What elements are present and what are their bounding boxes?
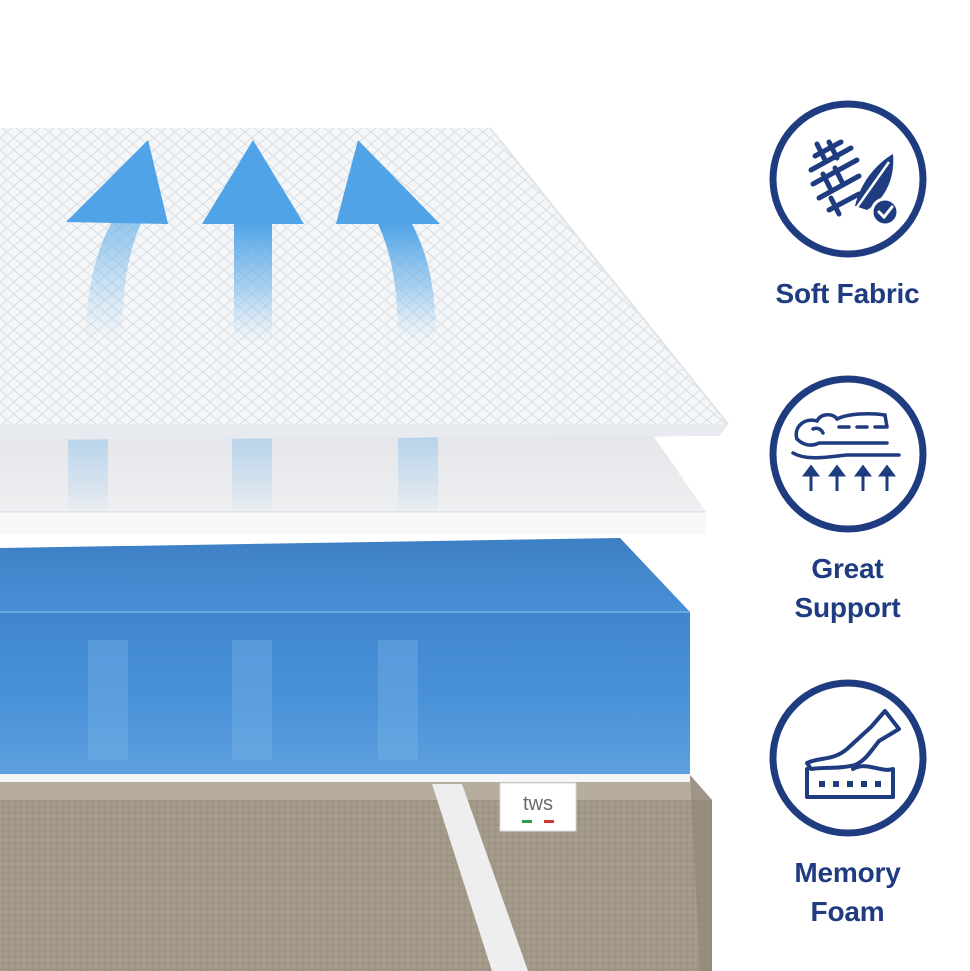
feature-memory-foam: Memory Foam: [750, 677, 945, 931]
hand-foam-icon: [769, 679, 926, 837]
quilted-cover-layer: [0, 127, 729, 440]
base-mattress: [0, 775, 712, 971]
fabric-feather-icon: [769, 100, 926, 258]
product-tag: tws: [499, 782, 577, 832]
arrow-up-right-icon: [336, 140, 440, 340]
feature-great-support: Great Support: [750, 373, 945, 627]
feature-soft-fabric: Soft Fabric: [750, 98, 945, 313]
tag-brand: tws: [523, 793, 553, 815]
airflow-arrows: [66, 140, 440, 342]
feature-label-great-support: Great Support: [794, 553, 901, 623]
corner-strap: [432, 784, 528, 971]
middle-layer: [0, 428, 706, 534]
memory-foam-layer: [0, 538, 690, 782]
airflow-trails: [68, 430, 438, 510]
arrow-up-left-icon: [66, 140, 168, 340]
feature-label-soft-fabric: Soft Fabric: [775, 278, 920, 309]
feature-label-memory-foam: Memory Foam: [794, 857, 901, 927]
arrow-up-center-icon: [202, 140, 304, 342]
body-support-icon: [769, 375, 926, 533]
